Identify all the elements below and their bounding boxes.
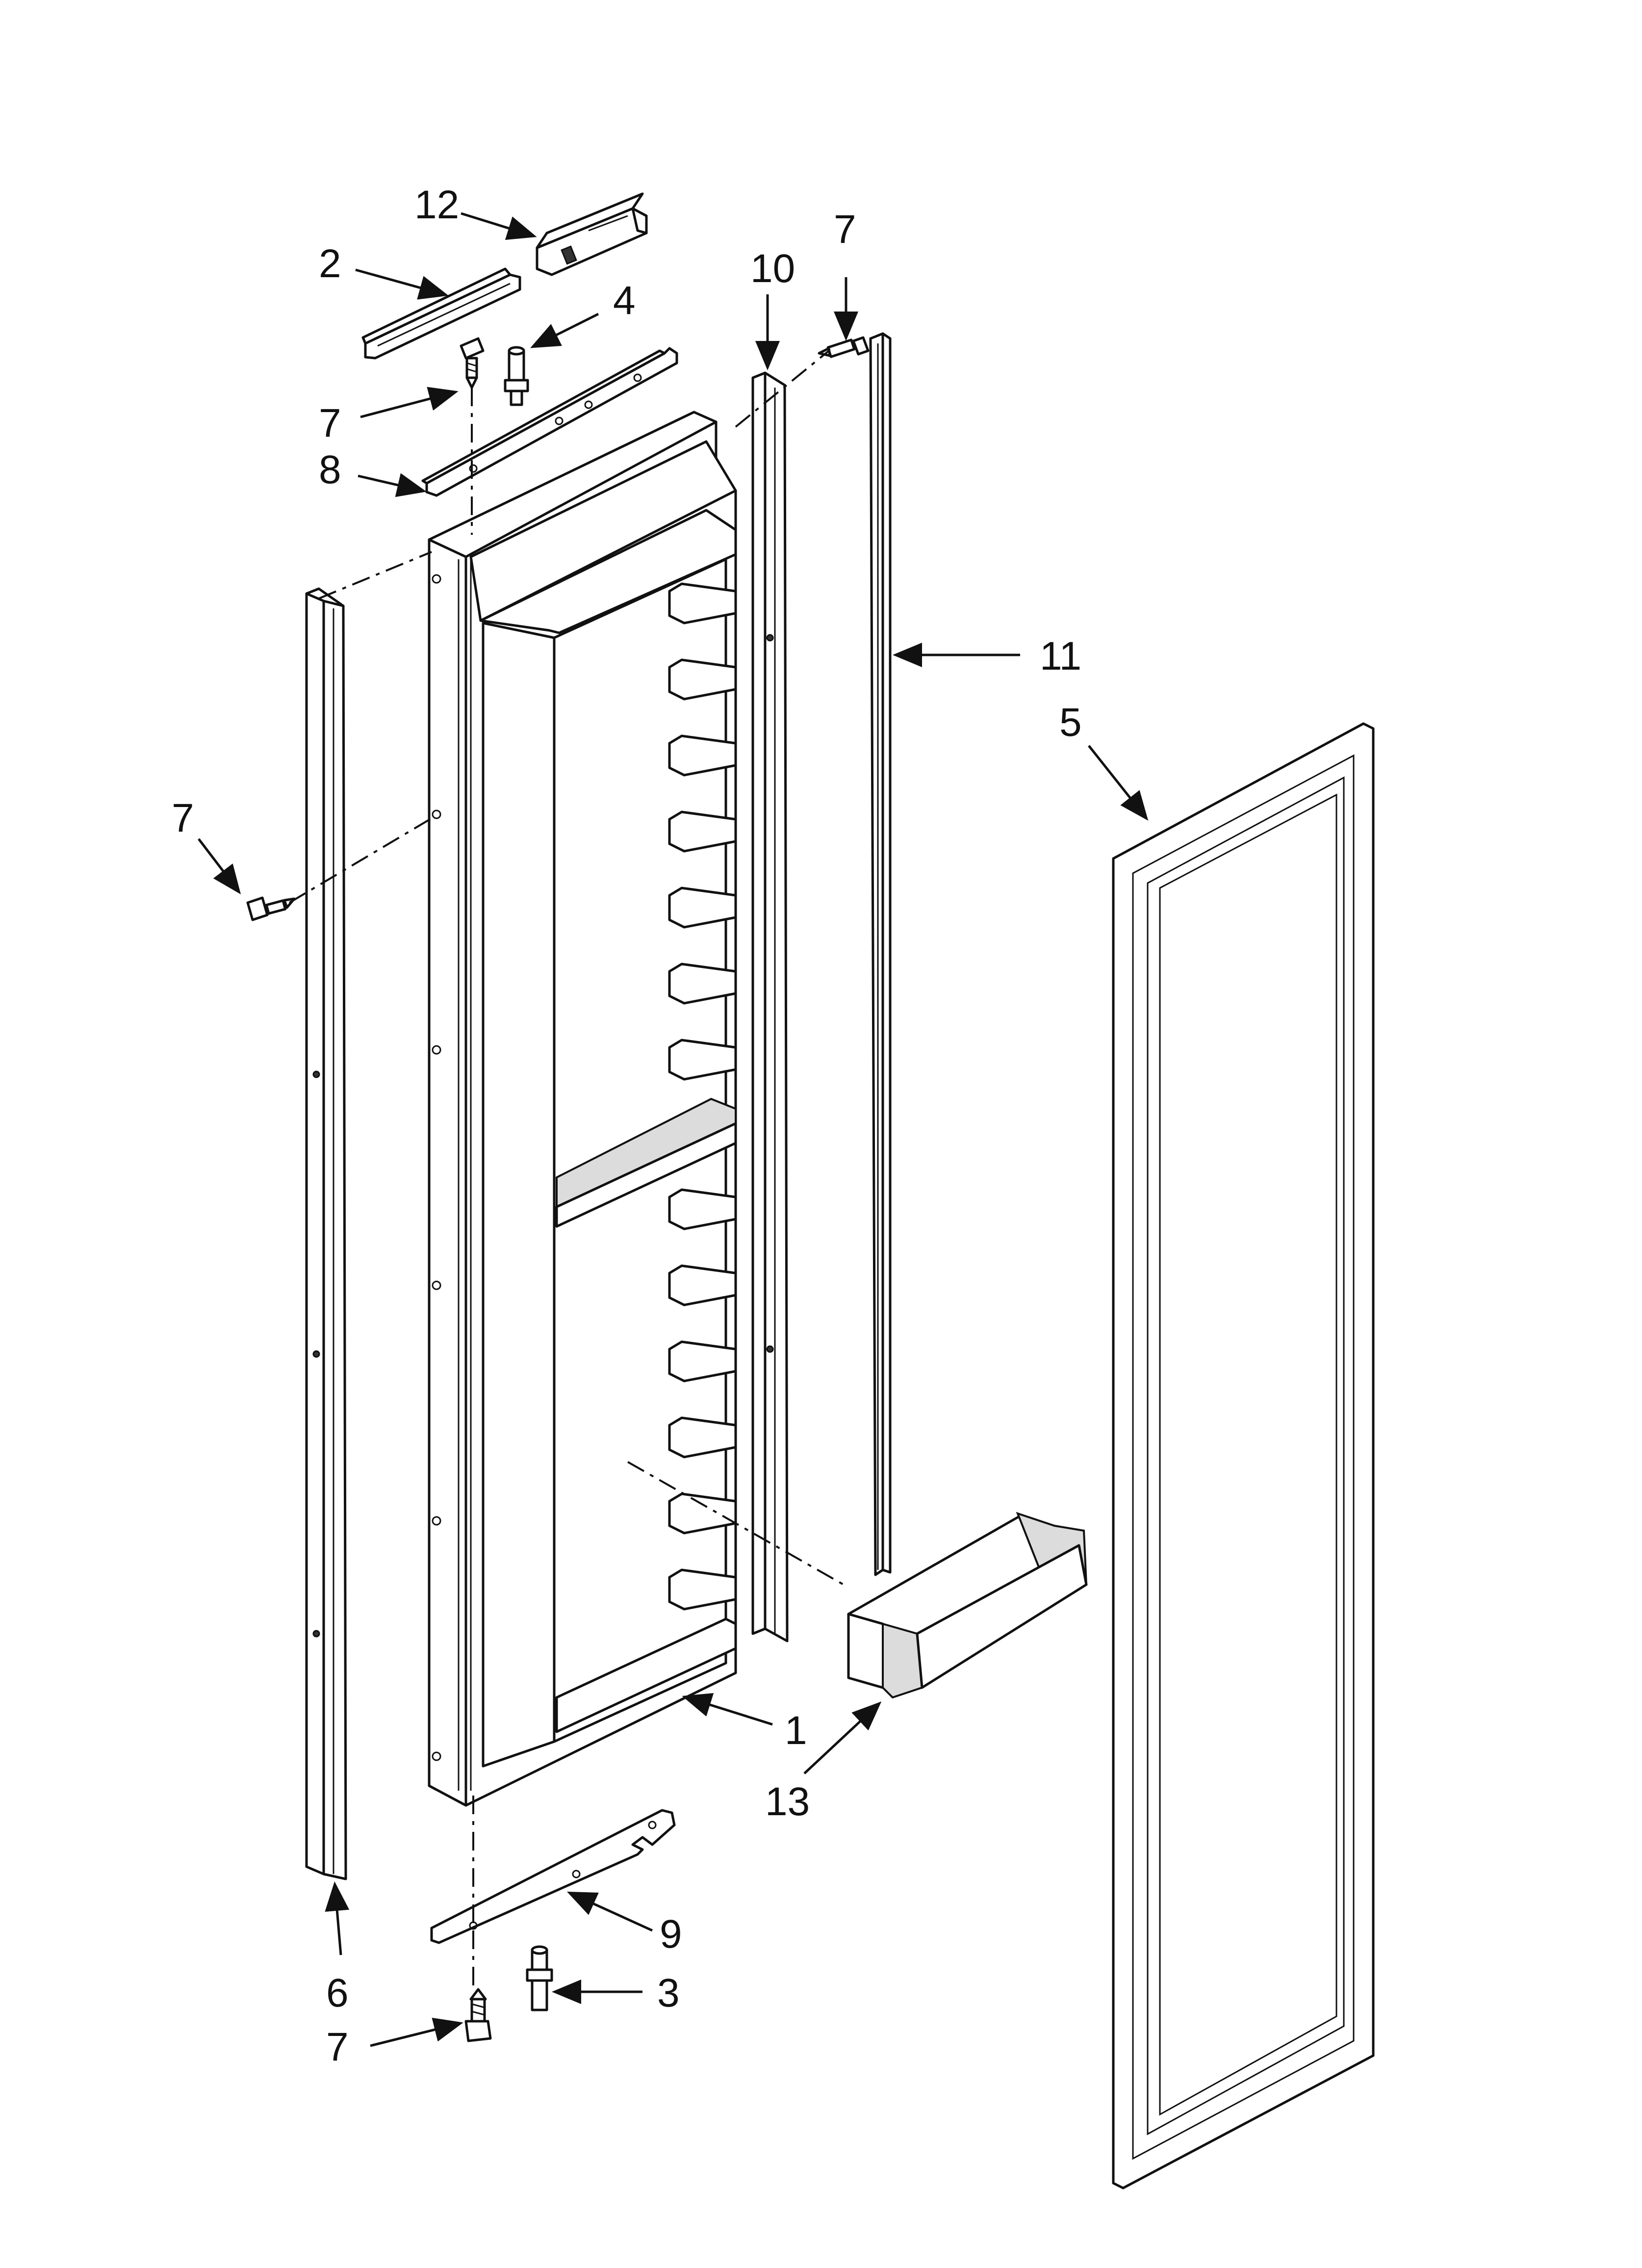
screw-top (460, 337, 485, 389)
bin-holders (668, 582, 737, 1611)
right-door-trim (751, 371, 789, 1642)
callout-9: 9 (660, 1912, 682, 1956)
callout-11: 11 (1040, 634, 1081, 678)
control-housing (536, 192, 648, 276)
door-gasket-strip (869, 332, 892, 1576)
callout-4: 4 (613, 278, 636, 323)
callout-12: 12 (414, 182, 459, 227)
callout-8: 8 (319, 447, 341, 492)
callout-7-bottom: 7 (326, 2025, 349, 2069)
door-bin (847, 1512, 1088, 1699)
callout-10: 10 (750, 246, 795, 291)
callout-7-top: 7 (319, 401, 341, 445)
top-hinge-bracket (421, 347, 678, 497)
left-door-trim (305, 587, 347, 1880)
callout-7-left: 7 (172, 796, 194, 840)
bottom-hinge-pin (526, 1945, 553, 2011)
callout-2: 2 (319, 241, 341, 286)
leader-arrows (198, 212, 1149, 2047)
callout-3: 3 (657, 1971, 680, 2015)
screw-bottom (464, 1988, 492, 2042)
door-liner (428, 411, 737, 1807)
top-hinge-pin (504, 346, 529, 406)
callout-1: 1 (785, 1708, 807, 1753)
callout-5: 5 (1059, 700, 1082, 745)
callout-labels: 12 2 4 7 8 10 7 11 5 7 1 13 6 9 3 7 (172, 182, 1082, 2069)
callout-13: 13 (765, 1779, 810, 1824)
screw-left (246, 896, 296, 921)
callout-6: 6 (326, 1971, 349, 2015)
assembly-lines (288, 350, 844, 1989)
top-trim (361, 267, 521, 360)
door-gasket (1112, 722, 1375, 2190)
callout-7-right: 7 (834, 207, 856, 252)
